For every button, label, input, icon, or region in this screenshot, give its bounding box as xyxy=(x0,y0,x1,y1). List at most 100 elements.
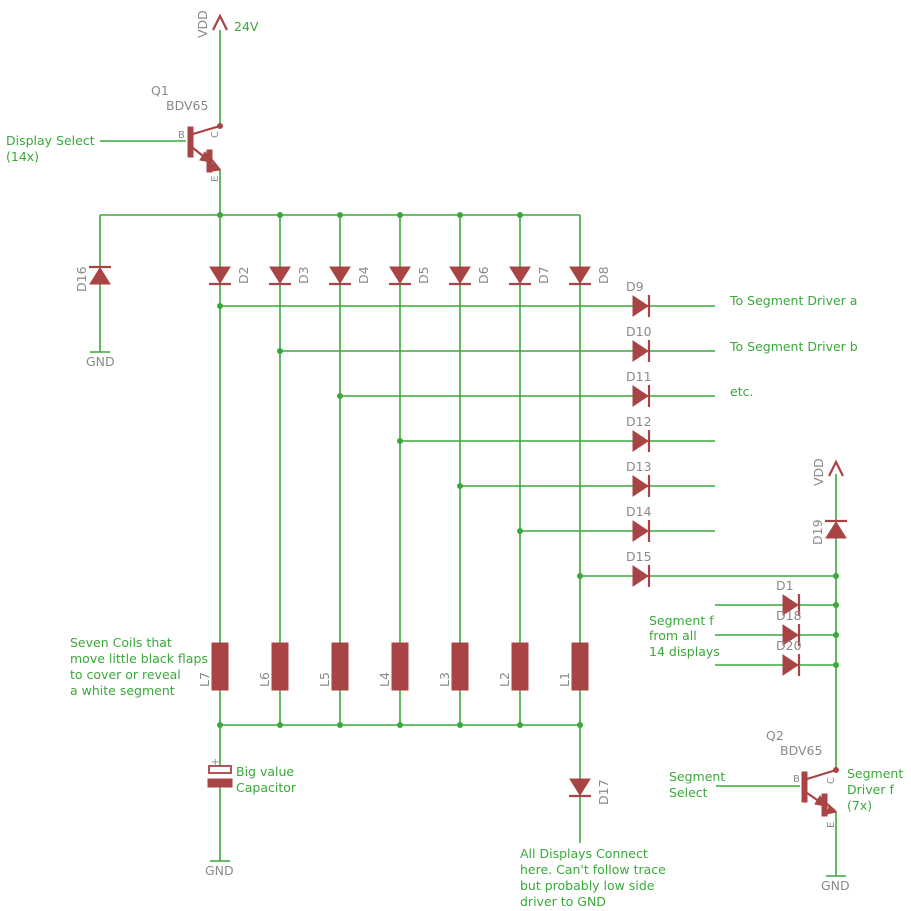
q2-name: Q2 xyxy=(766,728,784,743)
d19-label: D19 xyxy=(810,519,825,545)
vdd-label-top: VDD xyxy=(195,10,210,38)
etc-label: etc. xyxy=(730,384,753,399)
d6-label: D6 xyxy=(476,266,491,284)
diode-d12: D12 xyxy=(626,414,652,452)
d9-label: D9 xyxy=(626,279,644,294)
coil-note-3: to cover or reveal xyxy=(70,667,181,682)
q2-pin-b: B xyxy=(793,774,800,785)
d4-label: D4 xyxy=(356,266,371,284)
capacitor-label-1: Big value xyxy=(236,764,294,779)
d15-label: D15 xyxy=(626,549,652,564)
q1-name: Q1 xyxy=(151,83,169,98)
q1-pin-c: C xyxy=(210,131,221,138)
l1-label: L1 xyxy=(557,672,572,687)
l6-label: L6 xyxy=(257,672,272,687)
junction-dots xyxy=(217,212,839,728)
diode-d18: D18 xyxy=(776,608,802,646)
diode-d14: D14 xyxy=(626,504,652,542)
capacitor: + xyxy=(207,757,233,788)
d7-label: D7 xyxy=(536,266,551,284)
diode-d3: D3 xyxy=(269,266,311,286)
coil-note-1: Seven Coils that xyxy=(70,635,172,650)
d13-label: D13 xyxy=(626,459,652,474)
q2-transistor: B C E xyxy=(793,767,839,828)
vdd-symbol-right: VDD xyxy=(811,458,844,486)
d17-label: D17 xyxy=(596,779,611,805)
diode-d10: D10 xyxy=(626,324,652,362)
d5-label: D5 xyxy=(416,266,431,284)
diode-d9: D9 xyxy=(626,279,651,317)
q2-part: BDV65 xyxy=(780,743,822,758)
diode-d16: D16 xyxy=(74,265,111,292)
d18-label: D18 xyxy=(776,608,802,623)
coil-l2: L2 xyxy=(497,642,529,691)
diode-d13: D13 xyxy=(626,459,652,497)
q2-pin-c: C xyxy=(826,777,837,784)
d8-label: D8 xyxy=(596,266,611,284)
diode-d15: D15 xyxy=(626,549,652,587)
segment-select-label-2: Select xyxy=(669,785,708,800)
segment-f-label-2: from all xyxy=(649,628,697,643)
gnd-label-capacitor: GND xyxy=(205,863,234,878)
d17-note-2: here. Can't follow trace xyxy=(520,862,666,877)
segment-driver-f-label-2: Driver f xyxy=(847,782,894,797)
d17-note-1: All Displays Connect xyxy=(520,846,648,861)
l3-label: L3 xyxy=(437,672,452,687)
diode-d2: D2 xyxy=(209,266,251,286)
q1-transistor: B C E xyxy=(178,123,223,182)
diode-d1: D1 xyxy=(776,578,801,616)
d20-label: D20 xyxy=(776,638,802,653)
d17-note-4: driver to GND xyxy=(520,894,606,909)
l7-label: L7 xyxy=(197,672,212,687)
gnd-label-d16: GND xyxy=(86,354,115,369)
coil-l6: L6 xyxy=(257,642,289,691)
q1-pin-e: E xyxy=(210,176,221,182)
d17-note-3: but probably low side xyxy=(520,878,655,893)
d14-label: D14 xyxy=(626,504,652,519)
diode-d11: D11 xyxy=(626,369,652,407)
gnd-label-q2: GND xyxy=(821,878,850,893)
segment-driver-f-label-3: (7x) xyxy=(847,798,872,813)
segment-f-label-1: Segment f xyxy=(649,613,714,628)
segment-driver-f-label-1: Segment xyxy=(847,766,903,781)
supply-voltage-label: 24V xyxy=(234,19,259,34)
d16-label: D16 xyxy=(74,266,89,292)
diode-d19: D19 xyxy=(810,519,847,545)
d10-label: D10 xyxy=(626,324,652,339)
coil-l7: L7 xyxy=(197,642,229,691)
capacitor-polarity: + xyxy=(211,757,219,768)
d2-label: D2 xyxy=(236,266,251,284)
d1-label: D1 xyxy=(776,578,794,593)
display-select-label-1: Display Select xyxy=(6,133,95,148)
diode-d7: D7 xyxy=(509,266,551,286)
l4-label: L4 xyxy=(377,672,392,687)
coil-note-2: move little black flaps xyxy=(70,651,208,666)
segment-driver-a-label: To Segment Driver a xyxy=(729,293,857,308)
l2-label: L2 xyxy=(497,672,512,687)
segment-select-label-1: Segment xyxy=(669,769,725,784)
segment-driver-b-label: To Segment Driver b xyxy=(729,339,858,354)
coil-l5: L5 xyxy=(317,642,349,691)
d12-label: D12 xyxy=(626,414,652,429)
display-select-label-2: (14x) xyxy=(6,149,39,164)
d3-label: D3 xyxy=(296,266,311,284)
segment-f-label-3: 14 displays xyxy=(649,644,720,659)
coil-l4: L4 xyxy=(377,642,409,691)
q1-pin-b: B xyxy=(178,130,185,141)
vdd-label-right: VDD xyxy=(811,458,826,486)
diode-d4: D4 xyxy=(329,266,371,286)
diode-d17: D17 xyxy=(569,778,611,805)
l5-label: L5 xyxy=(317,672,332,687)
q1-part: BDV65 xyxy=(166,98,208,113)
diode-d6: D6 xyxy=(449,266,491,286)
vdd-symbol-top: VDD 24V xyxy=(195,10,259,38)
capacitor-label-2: Capacitor xyxy=(236,780,297,795)
coil-l1: L1 xyxy=(557,642,589,691)
diode-d5: D5 xyxy=(389,266,431,286)
diode-d20: D20 xyxy=(776,638,802,676)
q2-pin-e: E xyxy=(826,822,837,828)
coil-note-4: a white segment xyxy=(70,683,175,698)
d11-label: D11 xyxy=(626,369,652,384)
coil-l3: L3 xyxy=(437,642,469,691)
